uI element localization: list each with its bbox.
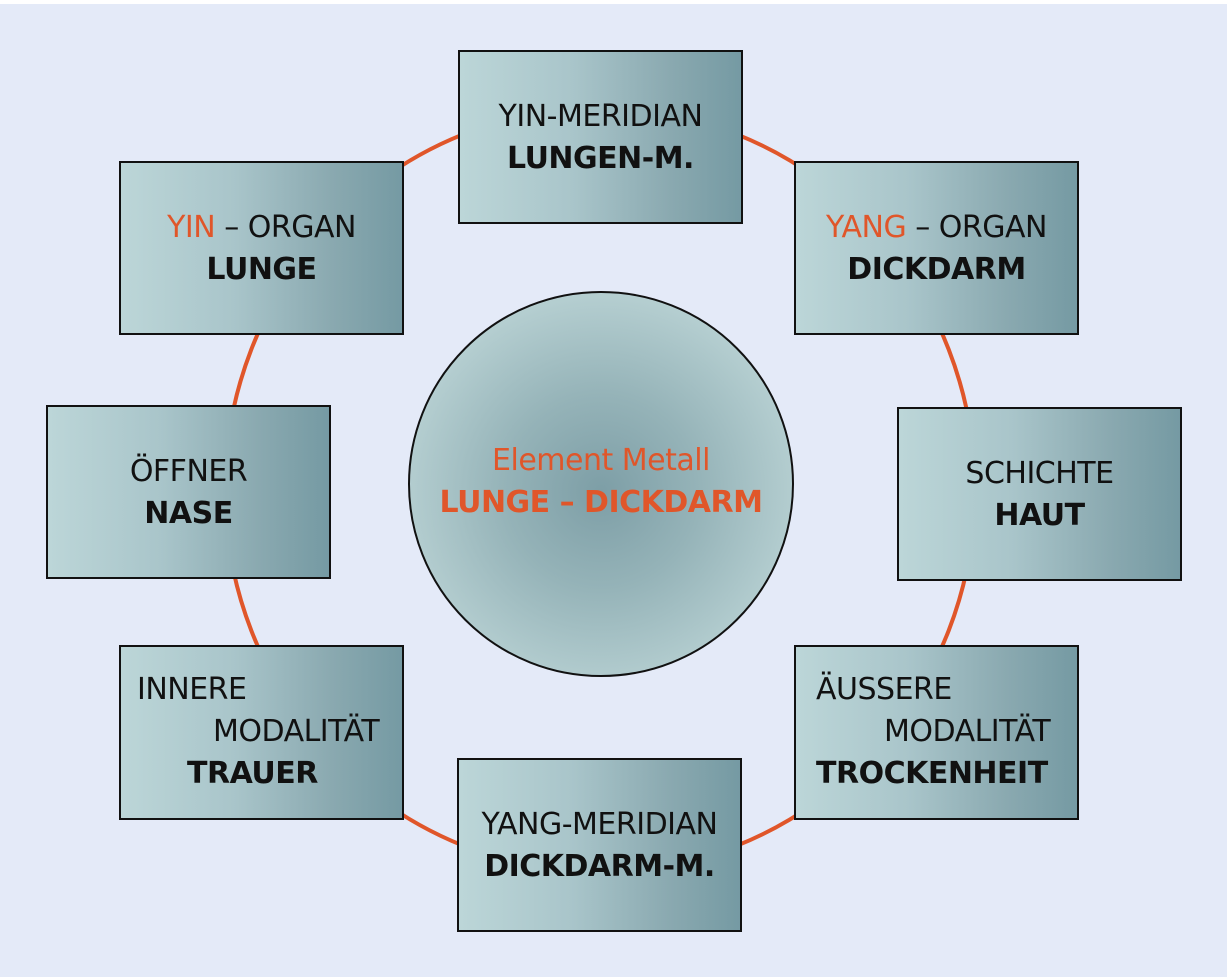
node-innere-line2: MODALITÄT	[213, 714, 380, 749]
node-aeussere-line2: MODALITÄT	[884, 714, 1051, 749]
node-innere-modalitaet: INNERE MODALITÄT TRAUER	[119, 645, 404, 820]
node-oeffner-label: ÖFFNER	[129, 454, 248, 489]
node-yang-meridian-value: DICKDARM-M.	[484, 849, 715, 884]
node-aeussere-value: TROCKENHEIT	[816, 756, 1048, 791]
yang-accent-text: YANG	[826, 210, 907, 245]
node-yin-organ: YIN – ORGAN LUNGE	[119, 161, 404, 335]
node-aeussere-line1: ÄUSSERE	[816, 672, 952, 707]
node-yin-organ-value: LUNGE	[206, 252, 317, 287]
node-yang-meridian-label: YANG-MERIDIAN	[481, 807, 718, 842]
center-element-circle: Element Metall LUNGE – DICKDARM	[408, 291, 794, 677]
node-yang-organ-value: DICKDARM	[847, 252, 1026, 287]
node-yang-organ: YANG – ORGAN DICKDARM	[794, 161, 1079, 335]
node-schichte-value: HAUT	[994, 498, 1085, 533]
node-innere-value: TRAUER	[187, 756, 318, 791]
node-yang-organ-label: YANG – ORGAN	[796, 207, 1077, 249]
node-yin-meridian-value: LUNGEN-M.	[507, 141, 694, 176]
node-schichte: SCHICHTE HAUT	[897, 407, 1182, 581]
node-yin-meridian-label: YIN-MERIDIAN	[498, 99, 703, 134]
node-schichte-label: SCHICHTE	[965, 456, 1114, 491]
node-aeussere-modalitaet: ÄUSSERE MODALITÄT TROCKENHEIT	[794, 645, 1079, 820]
node-yin-meridian: YIN-MERIDIAN LUNGEN-M.	[458, 50, 743, 224]
yin-organ-suffix: – ORGAN	[215, 210, 356, 245]
node-yin-organ-label: YIN – ORGAN	[121, 207, 402, 249]
yang-organ-suffix: – ORGAN	[906, 210, 1047, 245]
center-element-subtitle: LUNGE – DICKDARM	[439, 485, 763, 520]
node-oeffner: ÖFFNER NASE	[46, 405, 331, 579]
node-innere-line1: INNERE	[137, 672, 247, 707]
node-oeffner-value: NASE	[144, 496, 233, 531]
yin-accent-text: YIN	[167, 210, 216, 245]
node-yang-meridian: YANG-MERIDIAN DICKDARM-M.	[457, 758, 742, 932]
center-element-title: Element Metall	[492, 443, 710, 478]
